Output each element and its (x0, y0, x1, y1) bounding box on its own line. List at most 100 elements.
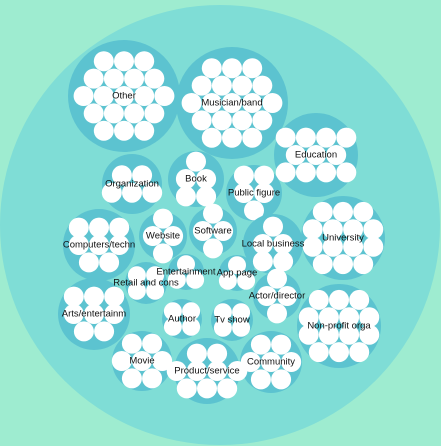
leaf-circle (203, 203, 223, 224)
leaf-circle (114, 86, 134, 106)
group-label-actor-director: Actor/director (249, 291, 306, 302)
leaf-circle (121, 368, 142, 389)
leaf-circle (250, 334, 271, 355)
group-label-community: Community (247, 357, 295, 368)
leaf-circle (175, 186, 196, 207)
leaf-circle (232, 110, 253, 131)
leaf-circle (336, 127, 357, 148)
leaf-circle (267, 268, 287, 289)
leaf-circle (298, 307, 319, 328)
leaf-circle (232, 75, 253, 96)
leaf-circle (127, 281, 146, 300)
group-label-movie: Movie (129, 356, 154, 367)
leaf-circle (263, 216, 283, 237)
leaf-circle (177, 255, 195, 274)
leaf-circle (250, 369, 271, 390)
leaf-circle (213, 318, 232, 337)
leaf-circle (89, 217, 109, 238)
leaf-circle (63, 304, 84, 324)
leaf-circle (94, 321, 115, 342)
group-node (218, 255, 256, 291)
leaf-circle (153, 208, 173, 229)
leaf-circle (302, 219, 323, 240)
leaf-circle (103, 103, 124, 124)
group-node (63, 209, 135, 281)
group-label-tv-show: Tv show (214, 315, 250, 326)
leaf-circle (153, 243, 173, 264)
leaf-circle (242, 127, 263, 148)
leaf-circle (93, 120, 114, 141)
leaf-circle (93, 86, 114, 106)
leaf-circle (254, 183, 275, 203)
leaf-circle (166, 361, 187, 381)
leaf-circle (109, 217, 130, 238)
leaf-circle (254, 165, 275, 186)
leaf-circle (203, 238, 223, 259)
leaf-circle (111, 351, 132, 371)
leaf-circle (222, 58, 242, 79)
group-labels: Other Musician/band Education Organizati… (62, 91, 372, 377)
leaf-circle (275, 162, 296, 183)
leaf-circle (217, 378, 238, 399)
leaf-circle (109, 235, 130, 255)
leaf-circle (316, 127, 337, 148)
leaf-circle (232, 318, 251, 337)
leaf-circle (213, 303, 232, 322)
leaf-circle (349, 342, 370, 363)
leaf-circle (104, 304, 125, 324)
group-label-software: Software (194, 226, 232, 237)
group-node (167, 254, 205, 290)
leaf-circle (114, 51, 134, 72)
leaf-circle (134, 120, 155, 141)
leaf-circle (308, 342, 329, 363)
leaf-circle (142, 182, 163, 203)
group-node (176, 47, 288, 159)
leaf-circle (68, 235, 89, 255)
leaf-circle (326, 145, 347, 165)
leaf-circle (277, 286, 298, 306)
leaf-circle (285, 145, 306, 165)
group-label-arts-entertainm: Arts/entertainm (62, 309, 126, 320)
leaf-circle (237, 271, 256, 290)
group-node (68, 40, 180, 152)
leaf-circle (192, 221, 213, 241)
group-node (58, 278, 130, 350)
leaf-circle (122, 182, 142, 203)
leaf-circle (186, 361, 207, 381)
leaf-circle (308, 289, 329, 310)
leaf-circle (84, 286, 104, 307)
group-label-other: Other (112, 91, 136, 102)
group-circles (58, 40, 385, 404)
leaf-circle (316, 162, 337, 183)
leaf-circle (271, 369, 292, 390)
leaf-circle (83, 103, 104, 124)
leaf-circle (201, 93, 222, 113)
leaf-circle (83, 68, 104, 89)
leaf-circle (182, 317, 201, 336)
group-label-non-profit-orga: Non-profit orga (307, 321, 371, 332)
leaf-circle (211, 75, 232, 96)
leaf-circle (343, 219, 364, 240)
leaf-circle (359, 307, 380, 328)
leaf-circle (186, 343, 207, 364)
leaf-circle (176, 378, 197, 399)
leaf-circle (101, 182, 122, 203)
leaf-circle (211, 110, 232, 131)
leaf-circle (232, 303, 251, 322)
leaf-circle (146, 266, 165, 285)
group-label-computers-techn: Computers/techn (63, 240, 135, 251)
leaf-circle (207, 361, 228, 381)
leaf-circle (262, 93, 283, 113)
leaf-circle (222, 93, 242, 113)
leaf-circle (349, 289, 370, 310)
leaf-circle (363, 236, 384, 257)
leaf-circle (275, 127, 296, 148)
leaf-circle (295, 162, 316, 183)
leaf-circle (343, 236, 364, 257)
leaf-circle (163, 317, 182, 336)
leaf-circle (252, 251, 273, 272)
leaf-circle (228, 256, 246, 275)
leaf-circle (233, 165, 254, 186)
leaf-circle (93, 51, 114, 72)
